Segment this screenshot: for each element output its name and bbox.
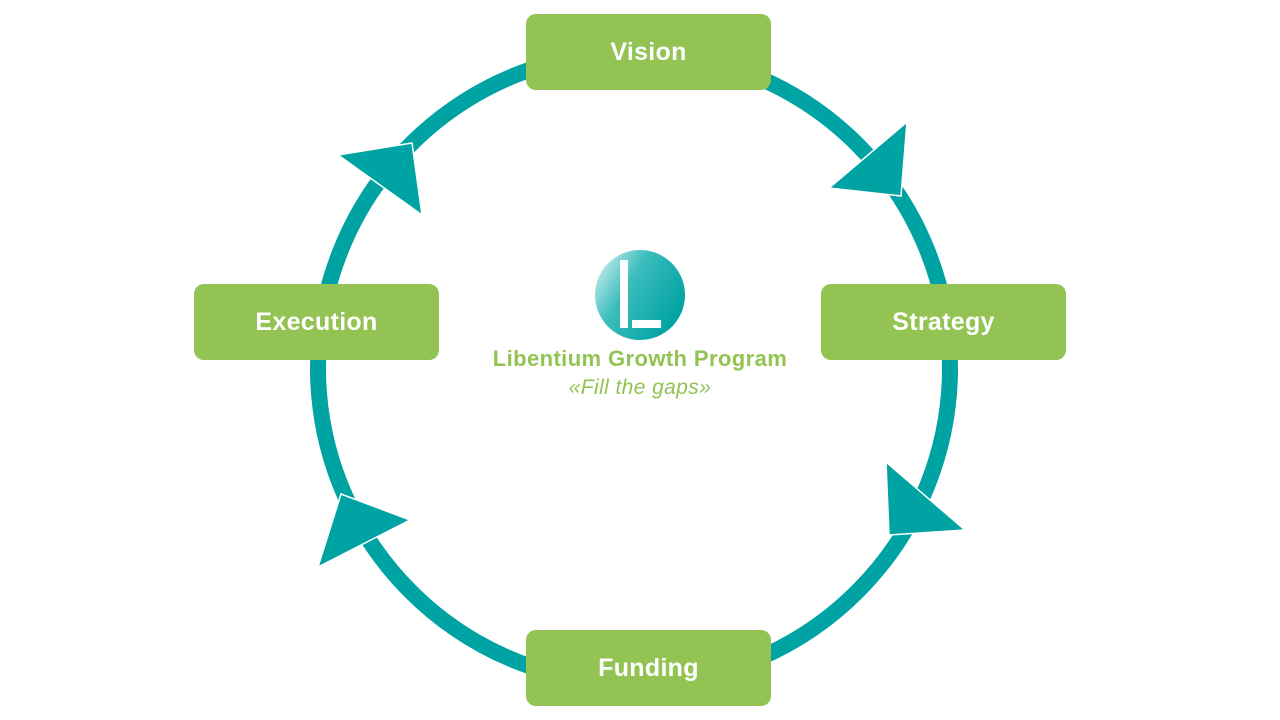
stage-box-strategy: Strategy xyxy=(821,284,1066,360)
stage-label-strategy: Strategy xyxy=(892,307,995,336)
program-title: Libentium Growth Program xyxy=(492,346,788,371)
program-tagline: «Fill the gaps» xyxy=(568,376,712,399)
stage-label-funding: Funding xyxy=(598,653,699,682)
stage-box-vision: Vision xyxy=(526,14,771,90)
stage-box-funding: Funding xyxy=(526,630,771,706)
stage-label-execution: Execution xyxy=(255,307,378,336)
arrow-strategy-to-funding xyxy=(885,460,967,536)
stage-label-vision: Vision xyxy=(610,37,687,66)
stage-box-execution: Execution xyxy=(194,284,439,360)
arrow-funding-to-execution xyxy=(316,493,412,569)
libentium-logo-icon xyxy=(595,250,685,340)
arrow-execution-to-vision xyxy=(336,142,423,217)
arrow-vision-to-strategy xyxy=(827,120,908,197)
